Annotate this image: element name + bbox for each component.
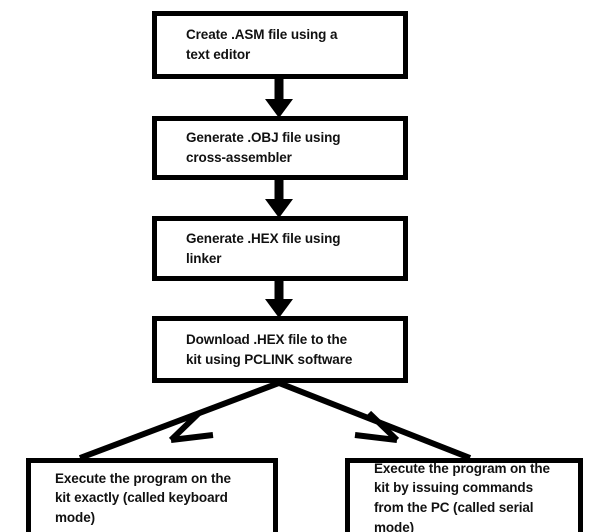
flowchart-node-download-hex: Download .HEX file to the kit using PCLI…: [152, 316, 408, 383]
flowchart-node-generate-obj: Generate .OBJ file using cross-assembler: [152, 116, 408, 180]
connector-hex-to-download-icon: [265, 281, 293, 318]
flowchart-node-keyboard-mode: Execute the program on the kit exactly (…: [26, 458, 278, 532]
connector-asm-to-obj-icon: [265, 79, 293, 118]
flowchart-node-generate-hex-label: Generate .HEX file using linker: [186, 230, 341, 266]
flowchart-node-create-asm-label: Create .ASM file using a text editor: [186, 27, 338, 62]
flowchart-node-download-hex-label: Download .HEX file to the kit using PCLI…: [186, 331, 353, 367]
connector-download-to-serial-icon: [277, 380, 472, 461]
flowchart-node-serial-mode-label: Execute the program on the kit by issuin…: [374, 460, 550, 532]
flowchart-node-generate-obj-label: Generate .OBJ file using cross-assembler: [186, 130, 341, 165]
flowchart-node-create-asm: Create .ASM file using a text editor: [152, 11, 408, 79]
flowchart-node-generate-hex: Generate .HEX file using linker: [152, 216, 408, 281]
flowchart-node-keyboard-mode-label: Execute the program on the kit exactly (…: [55, 470, 231, 525]
connector-obj-to-hex-icon: [265, 180, 293, 218]
connector-download-to-keyboard-icon: [78, 380, 281, 461]
flowchart-node-serial-mode: Execute the program on the kit by issuin…: [345, 458, 583, 532]
